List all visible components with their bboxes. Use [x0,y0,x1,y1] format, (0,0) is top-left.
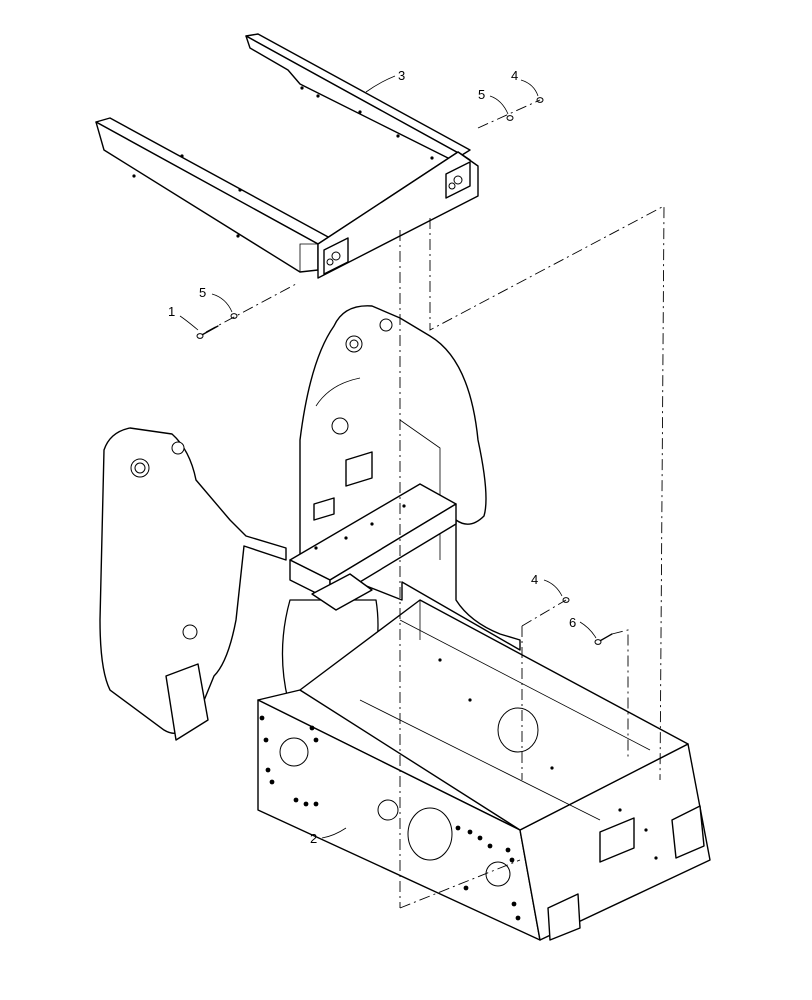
callout-6: 6 [569,615,576,630]
alignment-lines [205,99,665,909]
callout-5-upper: 5 [478,87,485,102]
callout-5-lower: 5 [199,285,206,300]
top-frame-part-3 [95,33,479,279]
callout-leaders [179,75,597,839]
hardware [196,97,613,645]
callout-4-upper: 4 [511,68,518,83]
callout-1: 1 [168,304,175,319]
main-chassis-part-2 [99,305,711,941]
callout-4-lower: 4 [531,572,538,587]
callout-2: 2 [310,831,317,846]
side-studs [259,715,521,921]
callout-3: 3 [398,68,405,83]
